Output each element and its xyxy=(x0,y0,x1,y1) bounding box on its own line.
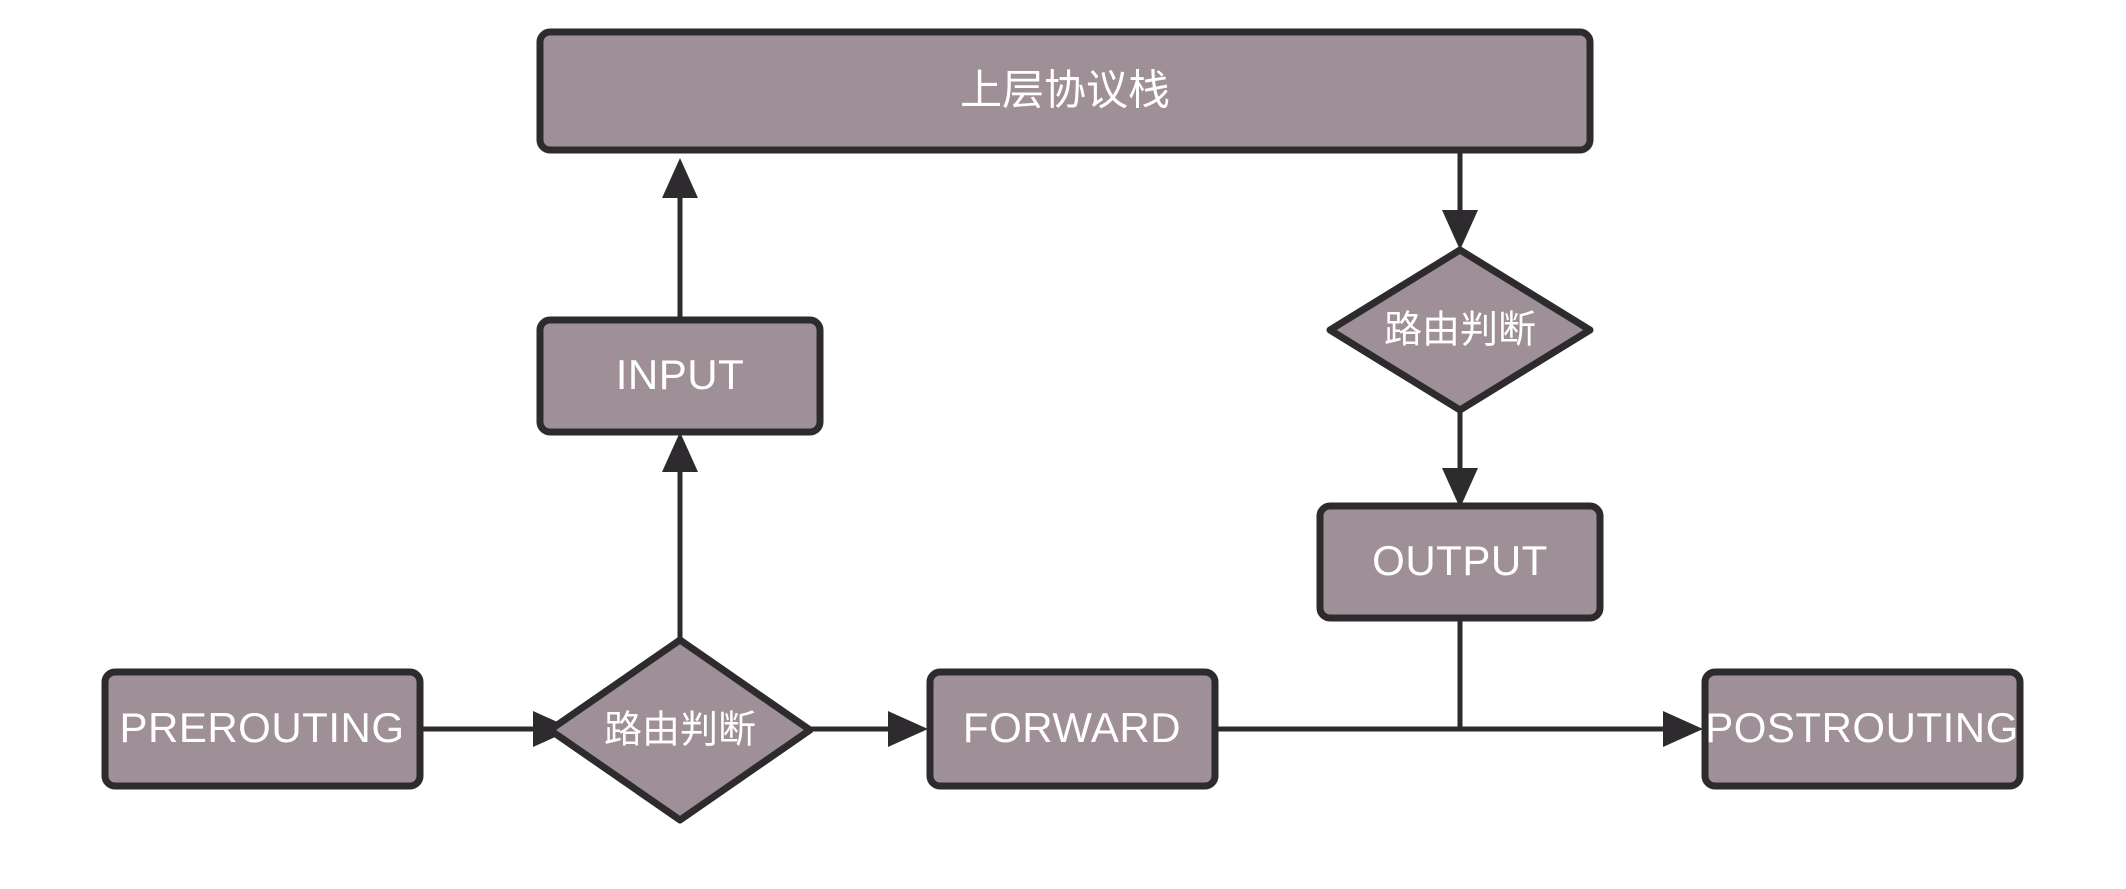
edge-forward-to-postrouting xyxy=(1215,711,1703,747)
routing-decision-forward-shape xyxy=(546,636,814,824)
node-input[interactable]: INPUT xyxy=(536,316,824,436)
postrouting-shape xyxy=(1701,668,2024,790)
forward-shape xyxy=(926,668,1219,790)
node-upper-stack[interactable]: 上层协议栈 xyxy=(536,28,1594,154)
upper-stack-shape xyxy=(536,28,1594,154)
output-label: OUTPUT xyxy=(1372,537,1548,584)
node-routing-decision-forward[interactable]: 路由判断 xyxy=(546,636,814,824)
edge-routing-to-output xyxy=(1442,410,1478,508)
edge-input-to-upper-stack xyxy=(662,158,698,320)
routing-decision-output-shape xyxy=(1326,246,1594,414)
input-shape xyxy=(536,316,824,436)
routing-decision-forward-label: 路由判断 xyxy=(604,708,756,752)
edge-routing-to-input xyxy=(662,432,698,640)
forward-label: FORWARD xyxy=(963,704,1181,751)
node-prerouting[interactable]: PREROUTING xyxy=(101,668,424,790)
edge-upper-stack-to-routing xyxy=(1442,150,1478,250)
upper-stack-label: 上层协议栈 xyxy=(960,66,1170,115)
prerouting-shape xyxy=(101,668,424,790)
input-label: INPUT xyxy=(616,351,745,398)
routing-decision-output-label: 路由判断 xyxy=(1384,308,1536,352)
prerouting-label: PREROUTING xyxy=(119,704,404,751)
postrouting-label: POSTROUTING xyxy=(1705,704,2019,751)
output-shape xyxy=(1316,502,1604,622)
edge-routing-to-forward xyxy=(810,711,928,747)
node-routing-decision-output[interactable]: 路由判断 xyxy=(1326,246,1594,414)
edge-layer xyxy=(420,150,1703,747)
node-postrouting[interactable]: POSTROUTING xyxy=(1701,668,2024,790)
node-layer: 上层协议栈 INPUT 路由判断 OUTPUT PREROUTING xyxy=(101,28,2024,824)
node-output[interactable]: OUTPUT xyxy=(1316,502,1604,622)
node-forward[interactable]: FORWARD xyxy=(926,668,1219,790)
